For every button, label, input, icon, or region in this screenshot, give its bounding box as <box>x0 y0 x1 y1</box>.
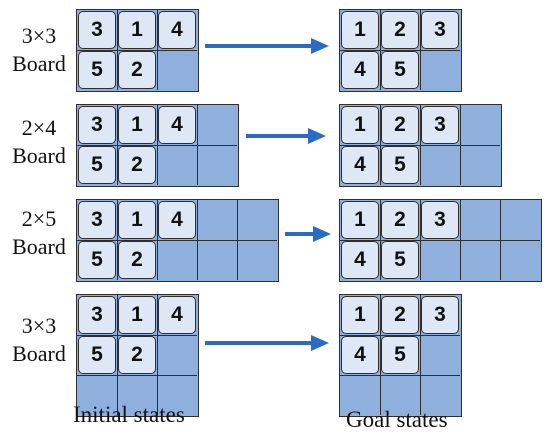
tile-5: 5 <box>381 241 419 279</box>
grid-line <box>116 295 118 415</box>
row-label-dims: 2×4 <box>21 115 57 140</box>
row-label-3: 2×5 Board <box>6 205 72 261</box>
tile-2: 2 <box>118 51 156 89</box>
tile-1: 1 <box>341 11 379 49</box>
caption-initial-states: Initial states <box>73 402 185 427</box>
arrow-right-3 <box>285 226 331 242</box>
tile-1: 1 <box>118 296 156 334</box>
row-label-word: Board <box>12 341 66 366</box>
grid-line <box>379 295 381 415</box>
caption-goal-states: Goal states <box>346 407 448 432</box>
tile-2: 2 <box>381 106 419 144</box>
tile-3: 3 <box>421 11 459 49</box>
tile-4: 4 <box>158 201 196 239</box>
tile-3: 3 <box>78 106 116 144</box>
row-label-dims: 3×3 <box>21 313 57 338</box>
row-label-1: 3×3 Board <box>6 22 72 78</box>
grid-line <box>77 49 197 51</box>
row-label-dims: 2×5 <box>21 206 57 231</box>
tile-2: 2 <box>381 201 419 239</box>
row-label-2: 2×4 Board <box>6 114 72 170</box>
grid-line <box>419 295 421 415</box>
tile-4: 4 <box>341 51 379 89</box>
tile-5: 5 <box>78 336 116 374</box>
row-label-dims: 3×3 <box>21 23 57 48</box>
grid-line <box>340 144 500 146</box>
grid-line <box>156 295 158 415</box>
tile-2: 2 <box>381 11 419 49</box>
grid-line <box>340 239 540 241</box>
tile-5: 5 <box>78 51 116 89</box>
tile-5: 5 <box>381 336 419 374</box>
grid-line <box>77 144 237 146</box>
tile-3: 3 <box>421 201 459 239</box>
tile-3: 3 <box>78 201 116 239</box>
grid-line <box>340 49 460 51</box>
arrow-right-4 <box>205 335 329 351</box>
grid-line <box>340 374 460 376</box>
tile-1: 1 <box>341 201 379 239</box>
tile-5: 5 <box>381 146 419 184</box>
tile-2: 2 <box>118 336 156 374</box>
tile-4: 4 <box>341 146 379 184</box>
tile-4: 4 <box>158 296 196 334</box>
grid-line <box>340 334 460 336</box>
tile-5: 5 <box>78 146 116 184</box>
tile-1: 1 <box>118 106 156 144</box>
tile-2: 2 <box>381 296 419 334</box>
tile-2: 2 <box>118 146 156 184</box>
row-label-word: Board <box>12 234 66 259</box>
arrow-right-1 <box>205 38 329 54</box>
tile-1: 1 <box>118 11 156 49</box>
tile-1: 1 <box>341 106 379 144</box>
tile-5: 5 <box>78 241 116 279</box>
tile-4: 4 <box>158 11 196 49</box>
tile-4: 4 <box>341 241 379 279</box>
tile-3: 3 <box>421 106 459 144</box>
grid-line <box>77 334 197 336</box>
grid-line <box>77 239 277 241</box>
tile-4: 4 <box>341 336 379 374</box>
tile-5: 5 <box>381 51 419 89</box>
arrow-right-2 <box>246 128 326 144</box>
tile-3: 3 <box>421 296 459 334</box>
grid-line <box>77 374 197 376</box>
tile-1: 1 <box>118 201 156 239</box>
tile-3: 3 <box>78 11 116 49</box>
row-label-word: Board <box>12 51 66 76</box>
tile-4: 4 <box>158 106 196 144</box>
tile-2: 2 <box>118 241 156 279</box>
tile-1: 1 <box>341 296 379 334</box>
row-label-4: 3×3 Board <box>6 312 72 368</box>
row-label-word: Board <box>12 143 66 168</box>
tile-3: 3 <box>78 296 116 334</box>
